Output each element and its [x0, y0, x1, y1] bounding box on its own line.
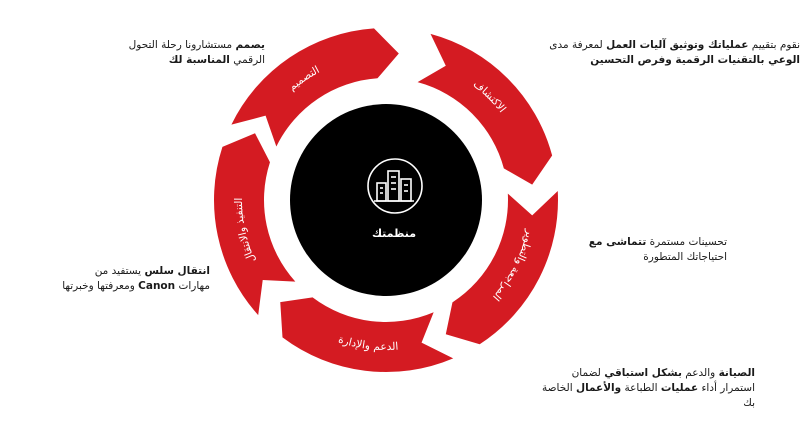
support-description: الصيانة والدعم بشكل استباقي لضمان استمرا…	[541, 367, 755, 409]
segment-review	[445, 191, 558, 345]
deploy-description: انتقال سلس يستفيد من مهارات Canon ومعرفت…	[62, 265, 210, 292]
segment-deploy	[214, 133, 296, 316]
segment-design	[231, 28, 399, 147]
office-buildings-icon	[367, 158, 423, 214]
design-description: يصمم مستشارونا رحلة التحول الرقمي المناس…	[128, 39, 265, 66]
center-label: منظمتك	[372, 227, 416, 240]
segment-support	[280, 297, 454, 373]
segment-discovery	[417, 33, 553, 185]
discovery-description: نقوم بتقييم عملياتك وتوثيق آليات العمل ل…	[549, 39, 800, 66]
review-description: تحسينات مستمرة تتماشى مع احتياجاتك المتط…	[588, 236, 727, 263]
